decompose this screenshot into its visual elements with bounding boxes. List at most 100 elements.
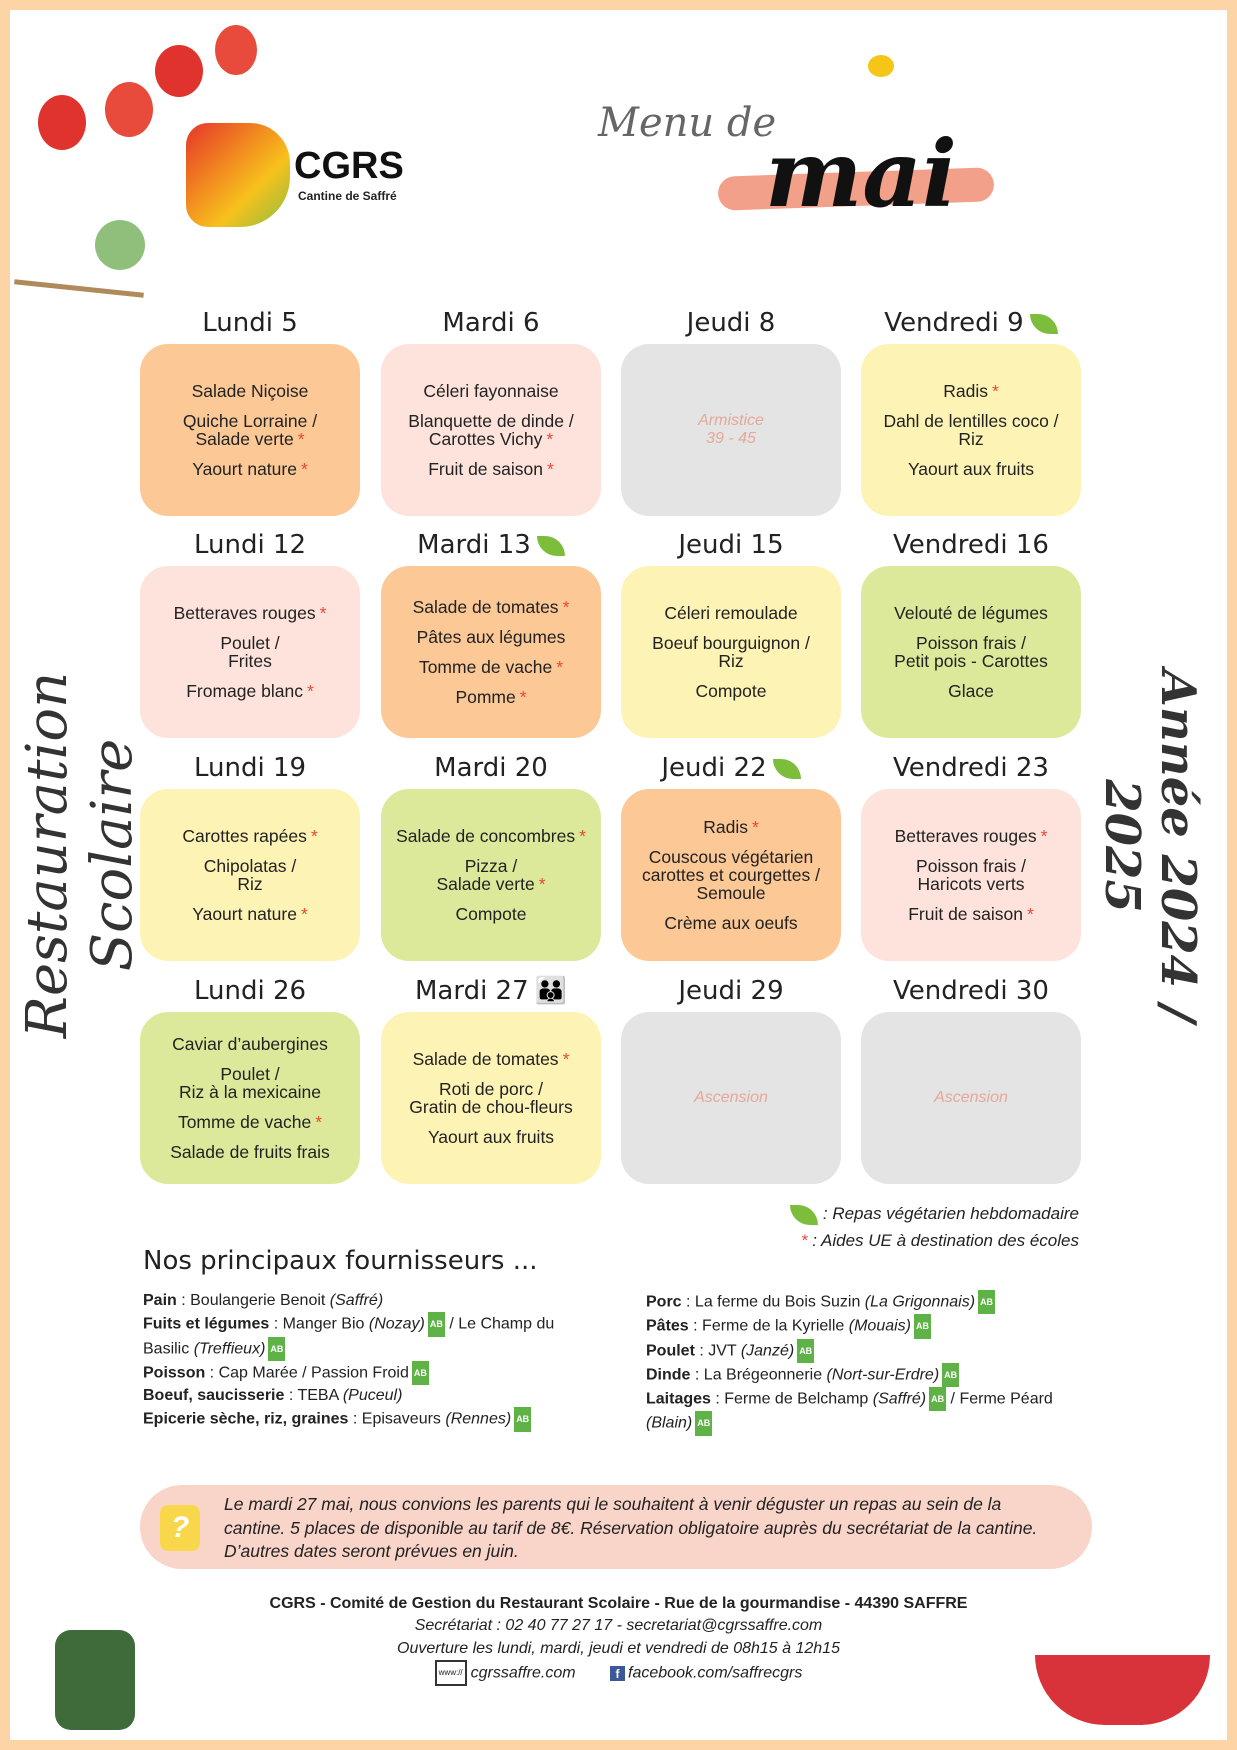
bee-decoration — [868, 55, 894, 77]
menu-item-text: Pomme — [455, 687, 516, 707]
menu-item: Pomme* — [455, 688, 526, 706]
suppliers-title: Nos principaux fournisseurs ... — [143, 1246, 538, 1276]
organic-ab-icon: AB — [427, 1312, 445, 1337]
legend: : Repas végétarien hebdomadaire * : Aide… — [784, 1200, 1079, 1254]
leaf-icon — [790, 1204, 819, 1225]
watering-can-decoration — [55, 1630, 135, 1730]
menu-item: Quiche Lorraine / Salade verte* — [183, 412, 317, 448]
day-heading: Vendredi 16 — [861, 530, 1081, 560]
supplier-place: (Nort-sur-Erdre) — [826, 1366, 940, 1384]
day-label: Lundi 12 — [193, 530, 307, 560]
strawberry-decoration — [155, 45, 203, 97]
footer: CGRS - Comité de Gestion du Restaurant S… — [0, 1593, 1237, 1687]
eu-star-icon: * — [1026, 904, 1034, 924]
eu-star-icon: * — [300, 459, 308, 479]
day-heading: Mardi 13 — [381, 530, 601, 560]
supplier-place: (Puceul) — [342, 1387, 403, 1405]
menu-item: Céleri remoulade — [664, 604, 797, 622]
menu-item-text: Pizza / Salade verte — [436, 856, 535, 894]
menu-item: Chipolatas / Riz — [204, 857, 296, 893]
holiday-label: Armistice 39 - 45 — [698, 412, 764, 447]
menu-item-text: Radis — [703, 817, 748, 837]
menu-item: Fromage blanc* — [186, 682, 314, 700]
day-heading: Mardi 27👪 — [381, 976, 601, 1006]
menu-item: Boeuf bourguignon / Riz — [652, 634, 810, 670]
question-icon: ? — [160, 1505, 200, 1551]
day-label: Vendredi 30 — [893, 976, 1049, 1006]
menu-item: Crème aux oeufs — [664, 914, 797, 932]
supplier-row: Poulet : JVT (Janzé)AB — [646, 1338, 1096, 1363]
menu-item-text: Poisson frais / Haricots verts — [916, 856, 1026, 894]
supplier-category: Laitages — [646, 1390, 711, 1408]
eu-star-icon: * — [556, 657, 564, 677]
supplier-name: : Boulangerie Benoit — [176, 1292, 330, 1309]
menu-item-text: Salade de concombres — [396, 826, 576, 846]
menu-item: Couscous végétarien carottes et courgett… — [642, 848, 820, 902]
eu-star-icon: * — [315, 1112, 323, 1132]
supplier-name: : JVT — [694, 1341, 741, 1359]
supplier-name-2: / Ferme Péard — [946, 1390, 1053, 1408]
suppliers-left: Pain : Boulangerie Benoit (Saffré)Fuits … — [143, 1290, 593, 1432]
menu-item-text: Carottes rapées — [182, 826, 307, 846]
supplier-place: (La Grigonnais) — [864, 1293, 976, 1311]
menu-card: Salade de concombres*Pizza / Salade vert… — [381, 789, 601, 961]
cgrs-logo: CGRS Cantine de Saffré — [186, 123, 406, 231]
menu-item-text: Salade de tomates — [412, 1049, 559, 1069]
menu-item: Salade Niçoise — [192, 382, 309, 400]
menu-item-text: Poulet / Frites — [220, 633, 280, 671]
star-icon: * — [800, 1231, 808, 1250]
footer-hours: Ouverture les lundi, mardi, jeudi et ven… — [397, 1639, 840, 1657]
menu-item-text: Fruit de saison — [908, 904, 1023, 924]
menu-item-text: Salade Niçoise — [191, 381, 309, 401]
day-heading: Mardi 6 — [381, 308, 601, 338]
day-label: Jeudi 22 — [661, 753, 767, 783]
title-menu-de: Menu de — [598, 100, 777, 146]
menu-item-text: Salade de fruits frais — [170, 1142, 330, 1162]
logo-name: CGRS — [294, 145, 404, 187]
logo-subtitle: Cantine de Saffré — [298, 189, 397, 203]
menu-item: Pâtes aux légumes — [417, 628, 566, 646]
day-heading: Lundi 19 — [140, 753, 360, 783]
supplier-place-2: (Treffieux) — [193, 1339, 266, 1357]
footer-secretariat: Secrétariat : 02 40 77 27 17 - secretari… — [414, 1617, 823, 1635]
menu-item: Carottes rapées* — [182, 827, 317, 845]
eu-star-icon: * — [319, 603, 327, 623]
leaf-icon — [1029, 313, 1058, 334]
eu-star-icon: * — [546, 429, 554, 449]
supplier-row: Pâtes : Ferme de la Kyrielle (Mouais)AB — [646, 1314, 1096, 1339]
eu-star-icon: * — [310, 826, 318, 846]
holiday-label: Ascension — [934, 1089, 1008, 1106]
organic-ab-icon: AB — [514, 1407, 532, 1432]
menu-item: Compote — [455, 905, 526, 923]
menu-item-text: Fromage blanc — [186, 681, 303, 701]
eu-star-icon: * — [538, 874, 546, 894]
supplier-place: (Saffré) — [329, 1292, 384, 1309]
eu-star-icon: * — [562, 597, 570, 617]
menu-item: Betteraves rouges* — [174, 604, 327, 622]
supplier-name-2: / Le Champ du Basilic — [143, 1315, 555, 1357]
organic-ab-icon: AB — [695, 1411, 713, 1436]
menu-item-text: Compote — [695, 681, 767, 701]
day-heading: Lundi 12 — [140, 530, 360, 560]
menu-item: Poisson frais / Petit pois - Carottes — [894, 634, 1048, 670]
eu-star-icon: * — [1040, 826, 1048, 846]
day-heading: Jeudi 22 — [621, 753, 841, 783]
suppliers-right: Porc : La ferme du Bois Suzin (La Grigon… — [646, 1290, 1096, 1436]
day-label: Mardi 20 — [434, 753, 548, 783]
day-label: Jeudi 29 — [678, 976, 784, 1006]
facebook-link[interactable]: facebook.com/saffrecgrs — [628, 1664, 803, 1682]
website-link[interactable]: cgrssaffre.com — [470, 1664, 576, 1682]
menu-item: Céleri fayonnaise — [423, 382, 558, 400]
menu-item-text: Céleri fayonnaise — [423, 381, 559, 401]
legend-veg-text: : Repas végétarien hebdomadaire — [822, 1204, 1079, 1223]
day-label: Mardi 13 — [417, 530, 531, 560]
menu-item: Salade de concombres* — [396, 827, 586, 845]
menu-card: Betteraves rouges*Poisson frais / Harico… — [861, 789, 1081, 961]
